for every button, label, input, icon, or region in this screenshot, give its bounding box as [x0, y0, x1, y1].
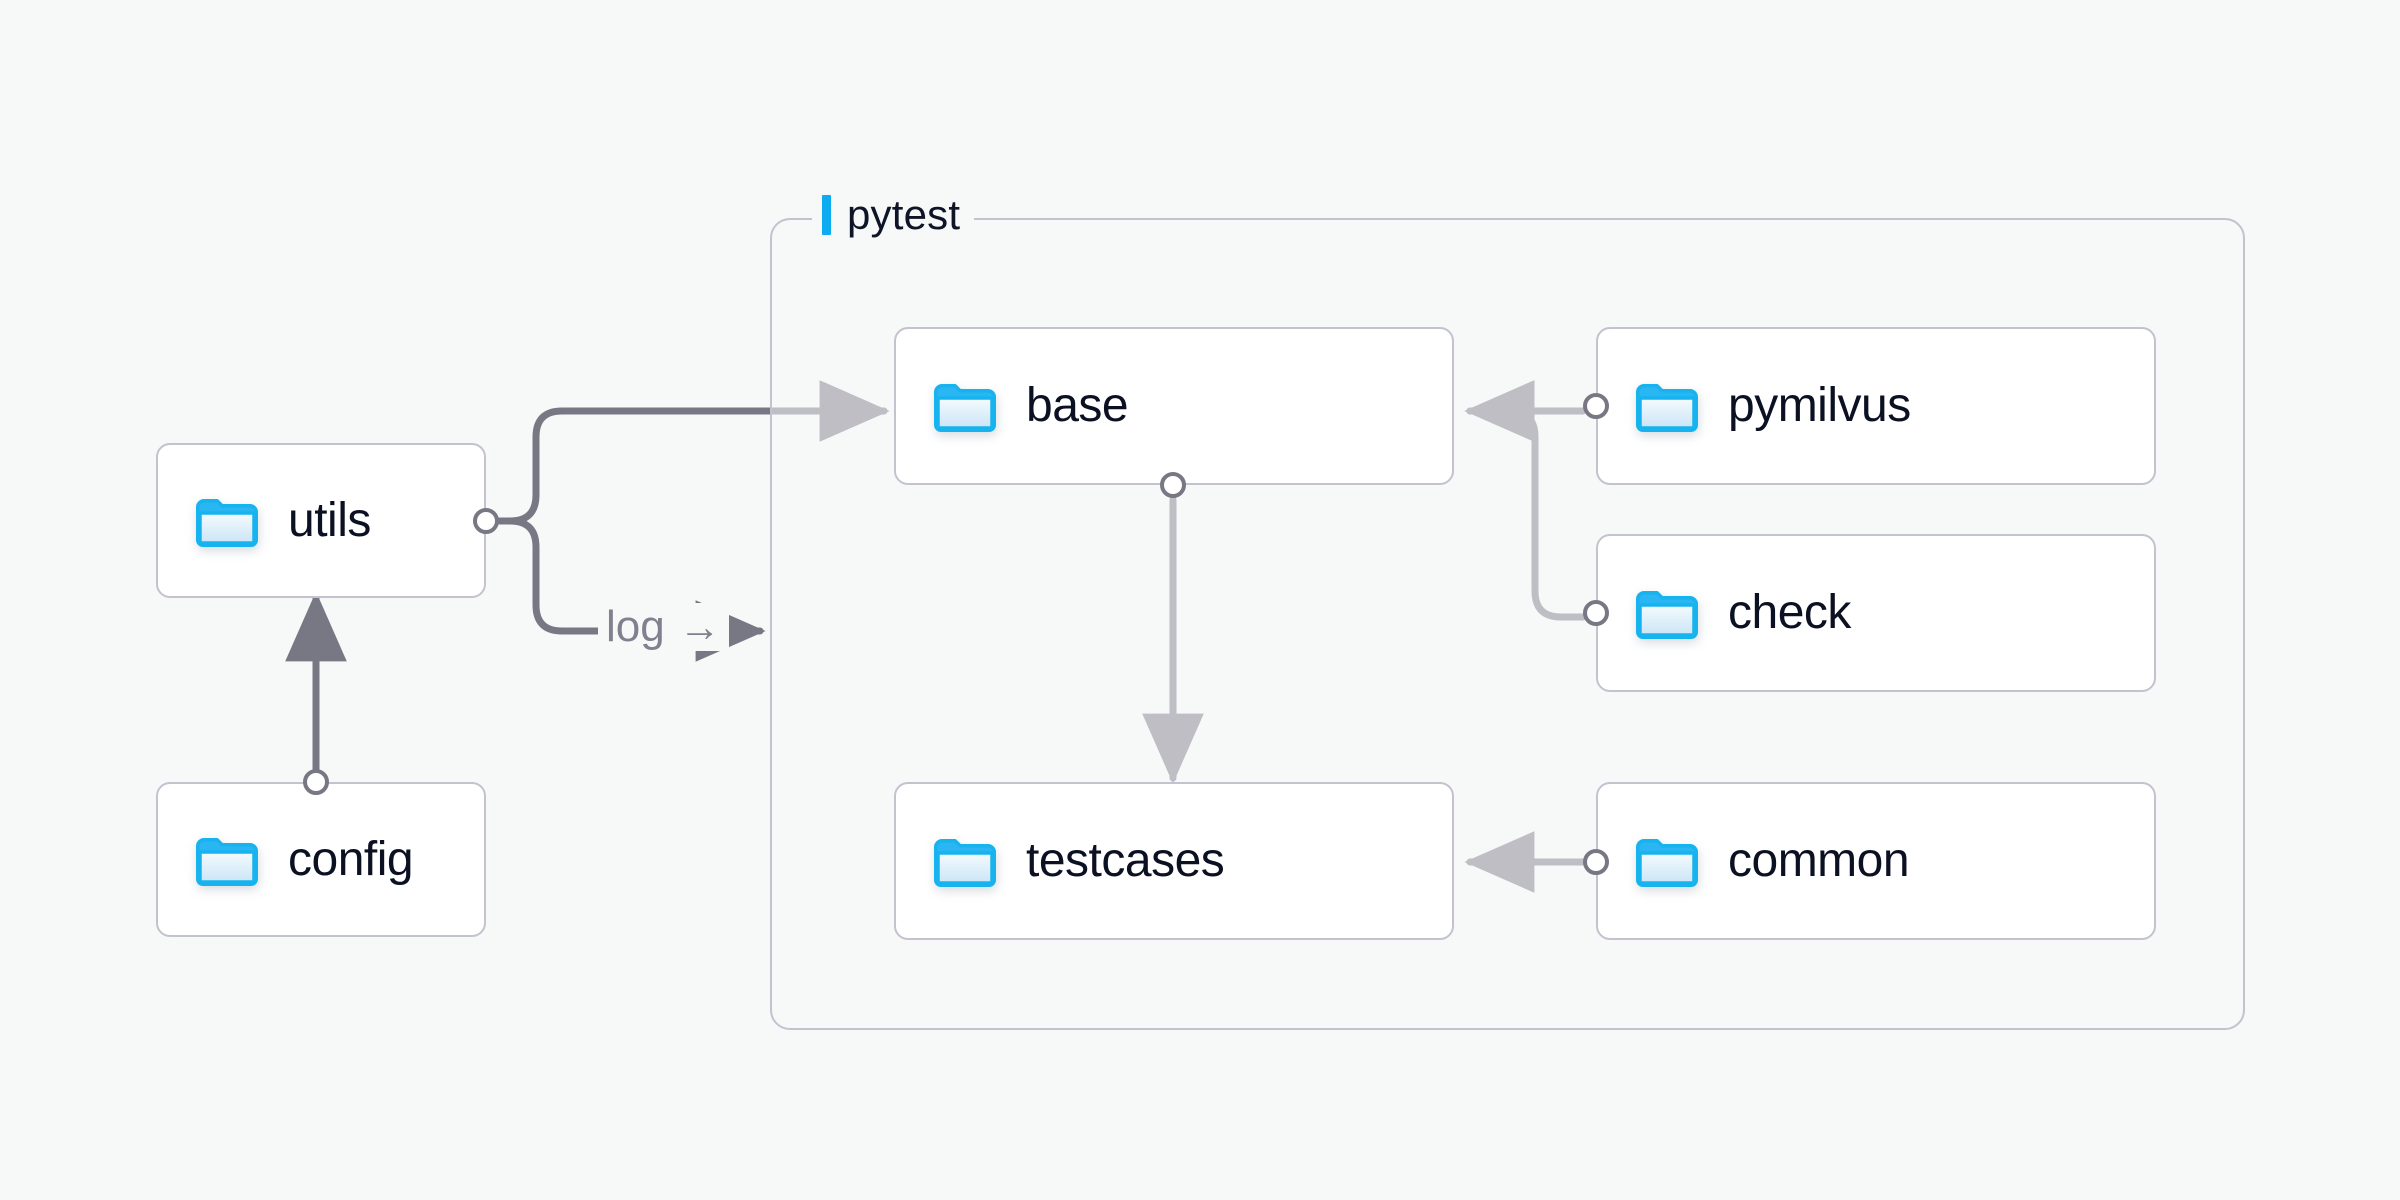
- folder-icon: [934, 835, 996, 887]
- node-testcases[interactable]: testcases: [894, 782, 1454, 940]
- handle-pymilvus-left[interactable]: [1583, 393, 1609, 419]
- node-pymilvus[interactable]: pymilvus: [1596, 327, 2156, 485]
- node-config[interactable]: config: [156, 782, 486, 937]
- group-label-text: pytest: [847, 191, 961, 238]
- node-label-testcases: testcases: [1026, 834, 1225, 887]
- folder-icon: [196, 495, 258, 547]
- node-label-config: config: [288, 832, 414, 886]
- handle-config-top[interactable]: [303, 769, 329, 795]
- node-label-base: base: [1026, 379, 1129, 432]
- arrow-right-icon: →: [678, 603, 721, 650]
- handle-common-left[interactable]: [1583, 849, 1609, 875]
- node-common[interactable]: common: [1596, 782, 2156, 940]
- node-label-check: check: [1728, 586, 1851, 639]
- node-label-pymilvus: pymilvus: [1728, 379, 1911, 432]
- folder-icon: [934, 380, 996, 432]
- folder-icon: [1636, 380, 1698, 432]
- folder-icon: [1636, 587, 1698, 639]
- handle-check-left[interactable]: [1583, 600, 1609, 626]
- node-utils[interactable]: utils: [156, 443, 486, 598]
- group-accent-bar: [822, 195, 831, 235]
- handle-base-bottom[interactable]: [1160, 472, 1186, 498]
- node-label-utils: utils: [288, 493, 371, 547]
- pytest-group-label: pytest: [812, 189, 975, 241]
- node-label-common: common: [1728, 834, 1910, 887]
- node-base[interactable]: base: [894, 327, 1454, 485]
- folder-icon: [196, 834, 258, 886]
- edge-label-log-text: log: [606, 602, 665, 651]
- handle-utils-right[interactable]: [473, 508, 499, 534]
- edge-label-log: log →: [598, 603, 729, 651]
- folder-icon: [1636, 835, 1698, 887]
- node-check[interactable]: check: [1596, 534, 2156, 692]
